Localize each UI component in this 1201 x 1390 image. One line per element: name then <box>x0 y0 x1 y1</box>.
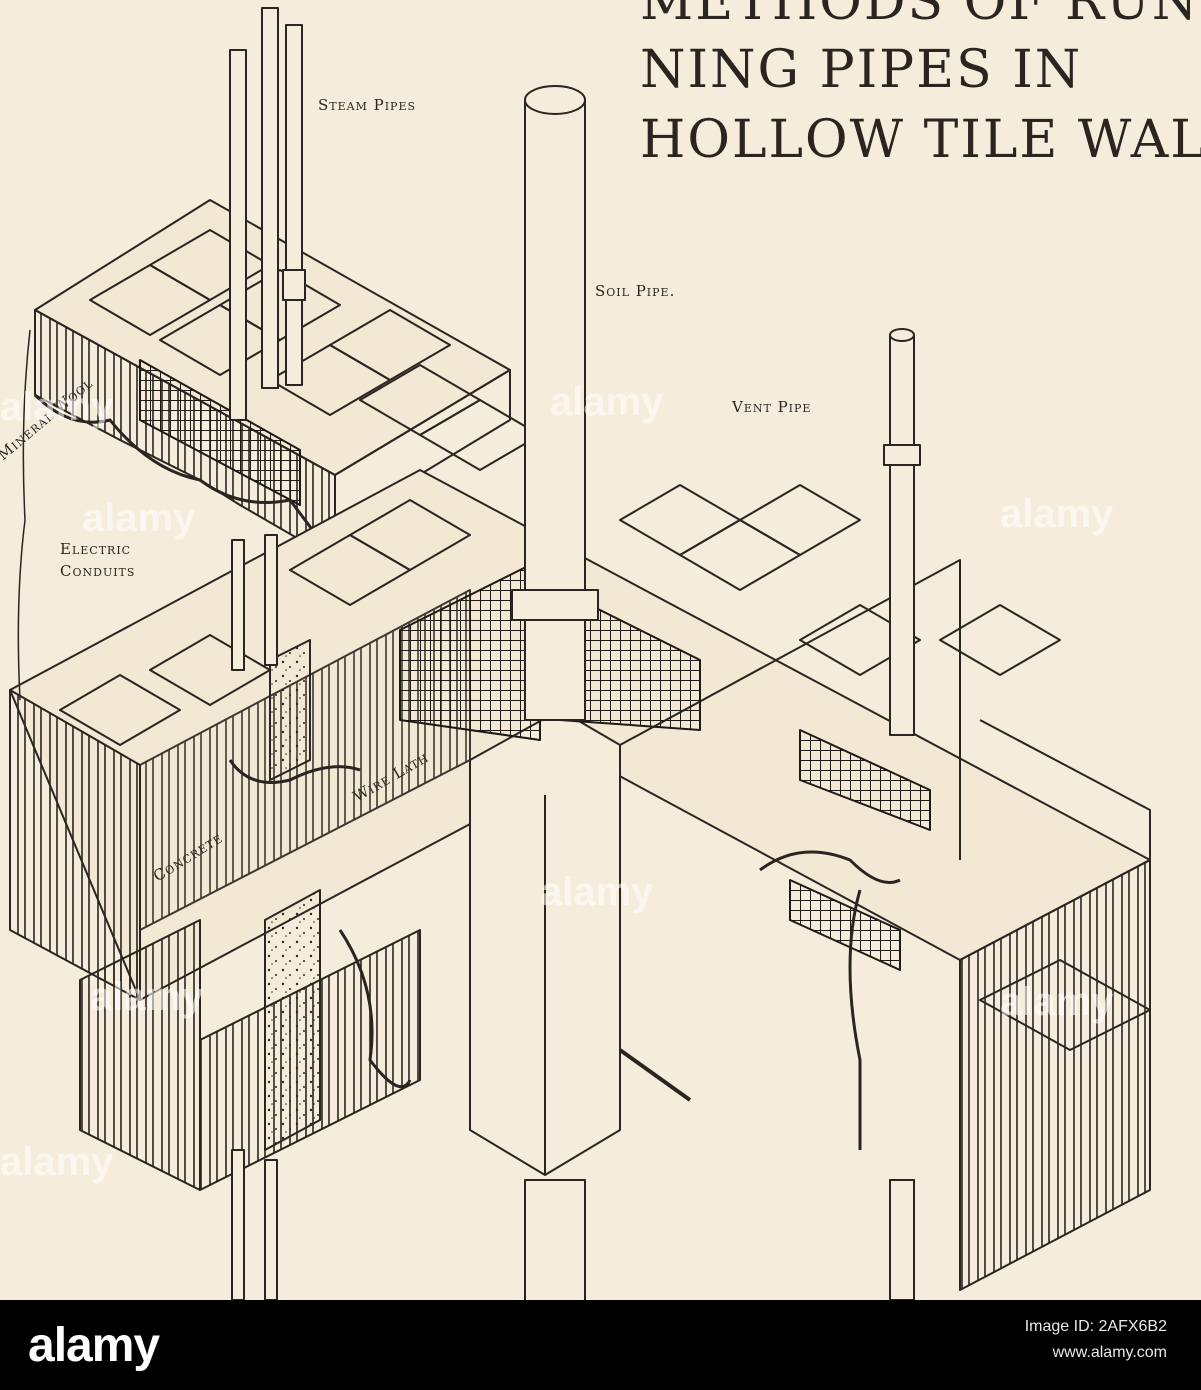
watermark: alamy <box>1000 492 1114 536</box>
watermark: alamy <box>0 1140 114 1184</box>
label-soil-pipe: Soil Pipe. <box>595 282 676 300</box>
label-electric: Electric <box>60 540 132 558</box>
watermark: alamy <box>540 870 654 914</box>
stock-footer-bar: alamy Image ID: 2AFX6B2 www.alamy.com <box>0 1300 1201 1390</box>
isometric-wall-drawing <box>9 7 1151 1300</box>
lower-wall-body <box>9 364 1151 1291</box>
title-line-3: HOLLOW TILE WAL <box>640 110 1201 170</box>
watermark: alamy <box>550 380 664 424</box>
steam-pipes <box>229 7 306 421</box>
site-url: www.alamy.com <box>1052 1344 1167 1361</box>
diagram-canvas: METHODS OF RUN NING PIPES IN HOLLOW TILE… <box>0 0 1201 1300</box>
title-line-2: NING PIPES IN <box>640 40 1083 100</box>
vent-pipe <box>883 328 921 1300</box>
watermark: alamy <box>82 496 196 540</box>
label-conduits: Conduits <box>60 562 136 580</box>
image-meta: Image ID: 2AFX6B2 www.alamy.com <box>1025 1314 1167 1366</box>
watermark: alamy <box>0 385 114 429</box>
label-steam-pipes: Steam Pipes <box>318 96 417 114</box>
soil-pipe <box>511 85 599 1300</box>
watermark: alamy <box>90 975 204 1019</box>
alamy-logo: alamy <box>28 1319 160 1372</box>
title-line-1: METHODS OF RUN <box>640 0 1200 32</box>
electric-conduits <box>231 534 278 1300</box>
image-id: Image ID: 2AFX6B2 <box>1024 1318 1167 1335</box>
label-vent-pipe: Vent Pipe <box>732 398 812 416</box>
watermark: alamy <box>1000 980 1114 1024</box>
